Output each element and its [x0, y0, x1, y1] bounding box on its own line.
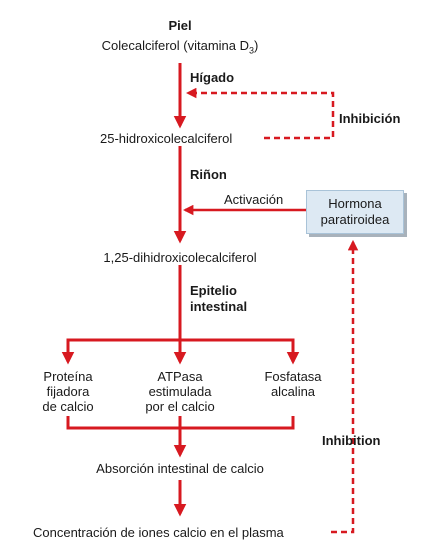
organ-label-epithelium-line1: Epitelio: [190, 283, 237, 298]
feedback-inhibition-hormone: [331, 239, 359, 534]
activation-label: Activación: [224, 192, 284, 207]
organ-label-skin: Piel: [168, 18, 192, 33]
feedback-inhibition-liver: [185, 87, 335, 140]
hormone-line-1: Hormona: [328, 196, 382, 211]
inhibition-label: Inhibición: [339, 111, 401, 126]
parathyroid-hormone-box: Hormona paratiroidea: [306, 190, 404, 234]
hydroxy-product-label: 25-hidroxicolecalciferol: [100, 131, 233, 146]
arrow-branch-left: [61, 338, 180, 365]
protein-calcium-binding: Proteína fijadora de calcio: [42, 369, 94, 414]
protein-calcium-atpase: ATPasa estimulada por el calcio: [145, 369, 215, 414]
organ-label-liver: Hígado: [190, 70, 235, 85]
arrow-branch-right: [180, 338, 300, 365]
plasma-calcium-label: Concentración de iones calcio en el plas…: [33, 525, 284, 540]
dihydroxy-product-label: 1,25-dihidroxicolecalciferol: [103, 250, 257, 265]
hormone-line-2: paratiroidea: [320, 212, 390, 227]
inhibition-label-2: Inhibition: [322, 433, 381, 448]
protein-alkaline-phosphatase: Fosfatasa alcalina: [264, 369, 322, 399]
cholecalciferol-label: Colecalciferol (vitamina D3): [101, 38, 259, 56]
absorption-label: Absorción intestinal de calcio: [96, 461, 264, 476]
organ-label-kidney: Riñon: [190, 167, 227, 182]
organ-label-epithelium-line2: intestinal: [190, 299, 248, 314]
